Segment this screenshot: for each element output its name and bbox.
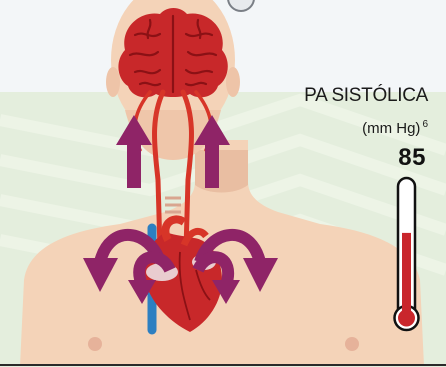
brain-icon	[118, 8, 227, 97]
nipple-left	[88, 337, 102, 351]
nipple-right	[345, 337, 359, 351]
pa-unit-text: (mm Hg)	[362, 120, 420, 137]
neck-shadow	[195, 150, 248, 193]
pa-unit: (mm Hg)6	[362, 119, 428, 137]
pa-value: 85	[398, 144, 426, 172]
thermometer-bulb	[398, 310, 415, 327]
ear-left	[106, 67, 120, 97]
thermometer-icon	[395, 178, 419, 330]
thermometer-fill	[402, 233, 411, 320]
pa-footnote: 6	[422, 119, 428, 130]
ear-right	[226, 67, 240, 97]
pa-title: PA SISTÓLICA	[304, 85, 428, 107]
